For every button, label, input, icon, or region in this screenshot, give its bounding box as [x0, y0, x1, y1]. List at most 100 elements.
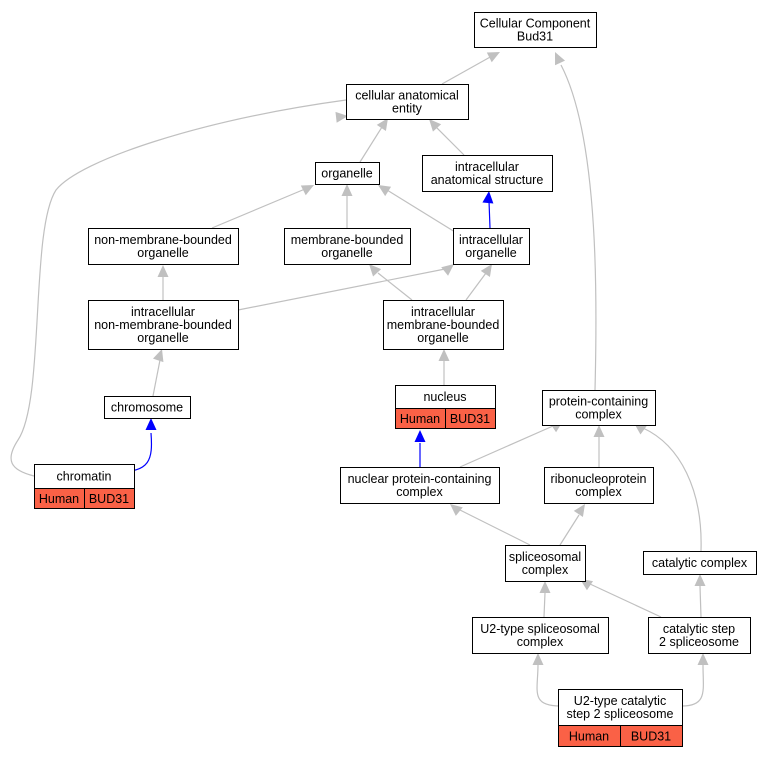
is-a-edge: [378, 185, 456, 233]
term-label: organelle: [465, 246, 516, 260]
is-a-edge: [438, 349, 450, 385]
term-label: complex: [517, 635, 564, 649]
edge-line: [459, 425, 554, 468]
term-label: complex: [575, 485, 622, 499]
is-a-edge: [539, 581, 551, 618]
is-a-edge: [369, 264, 413, 301]
annotation-gene: BUD31: [631, 730, 671, 744]
is-a-edge: [10, 99, 348, 477]
term-node-inmbo[interactable]: intracellularnon-membrane-boundedorganel…: [88, 300, 239, 350]
arrowhead-icon: [438, 349, 450, 361]
arrowhead-icon: [414, 430, 426, 442]
annotation-cell: [84, 488, 135, 509]
edge-line: [10, 99, 347, 477]
term-box: [558, 689, 683, 726]
is-a-edge: [429, 119, 465, 156]
part-of-edge: [414, 430, 426, 467]
arrowhead-icon: [697, 653, 709, 665]
term-label: entity: [392, 102, 423, 116]
term-box: [383, 300, 504, 350]
term-box: [315, 162, 380, 185]
term-label: membrane-bounded: [291, 233, 404, 247]
is-a-edge: [580, 579, 662, 618]
is-a-edge: [359, 118, 388, 163]
edge-line: [237, 268, 446, 311]
arrowhead-icon: [341, 184, 353, 196]
term-node-organelle[interactable]: organelle: [315, 162, 380, 185]
annotation-species: Human: [39, 492, 79, 506]
is-a-edge: [237, 264, 454, 311]
arrowhead-icon: [694, 574, 706, 586]
term-node-chromosome[interactable]: chromosome: [104, 396, 191, 419]
edge-line: [699, 585, 702, 618]
edge-line: [377, 272, 413, 301]
is-a-edge: [593, 425, 605, 467]
term-label: organelle: [321, 246, 372, 260]
edge-line: [465, 272, 487, 301]
is-a-edge: [681, 653, 709, 707]
is-a-edge: [532, 653, 561, 707]
arrowhead-icon: [378, 185, 392, 197]
arrowhead-icon: [573, 504, 585, 518]
is-a-edge: [211, 185, 314, 229]
edge-line: [589, 583, 662, 618]
arrowhead-icon: [369, 264, 382, 277]
term-label: non-membrane-bounded: [94, 233, 232, 247]
part-of-edge: [116, 418, 157, 473]
term-label: organelle: [137, 246, 188, 260]
term-label: chromatin: [57, 470, 112, 484]
term-box: [643, 551, 757, 575]
is-a-edge: [152, 349, 164, 397]
term-label: intracellular: [131, 305, 195, 319]
term-label: membrane-bounded: [387, 318, 500, 332]
term-label: U2-type catalytic: [574, 694, 666, 708]
is-a-edge: [157, 265, 169, 300]
is-a-edge: [465, 264, 492, 301]
annotation-gene: BUD31: [450, 412, 490, 426]
term-box: [284, 228, 411, 265]
arrowhead-icon: [157, 265, 169, 277]
term-box: [340, 467, 500, 504]
arrowhead-icon: [145, 418, 157, 430]
term-label: U2-type spliceosomal: [480, 622, 600, 636]
term-node-cat[interactable]: catalytic complex: [643, 551, 757, 575]
term-box: [544, 467, 654, 504]
arrowhead-icon: [555, 52, 566, 66]
is-a-edge: [341, 184, 353, 228]
term-box: [648, 617, 751, 654]
term-label: complex: [396, 485, 443, 499]
term-box: [422, 155, 553, 192]
term-label: catalytic complex: [652, 556, 748, 570]
edge-line: [642, 427, 702, 552]
annotation-cell: [445, 408, 496, 429]
edge-line: [543, 592, 546, 618]
term-label: complex: [522, 563, 569, 577]
term-box: [88, 228, 239, 265]
term-label: intracellular: [459, 233, 523, 247]
term-box: [346, 84, 469, 120]
arrowhead-icon: [300, 185, 314, 196]
edge-line: [386, 189, 456, 233]
term-label: Bud31: [517, 30, 553, 44]
edge-line: [560, 64, 597, 391]
arrowhead-icon: [480, 264, 492, 278]
arrowhead-icon: [376, 118, 388, 132]
